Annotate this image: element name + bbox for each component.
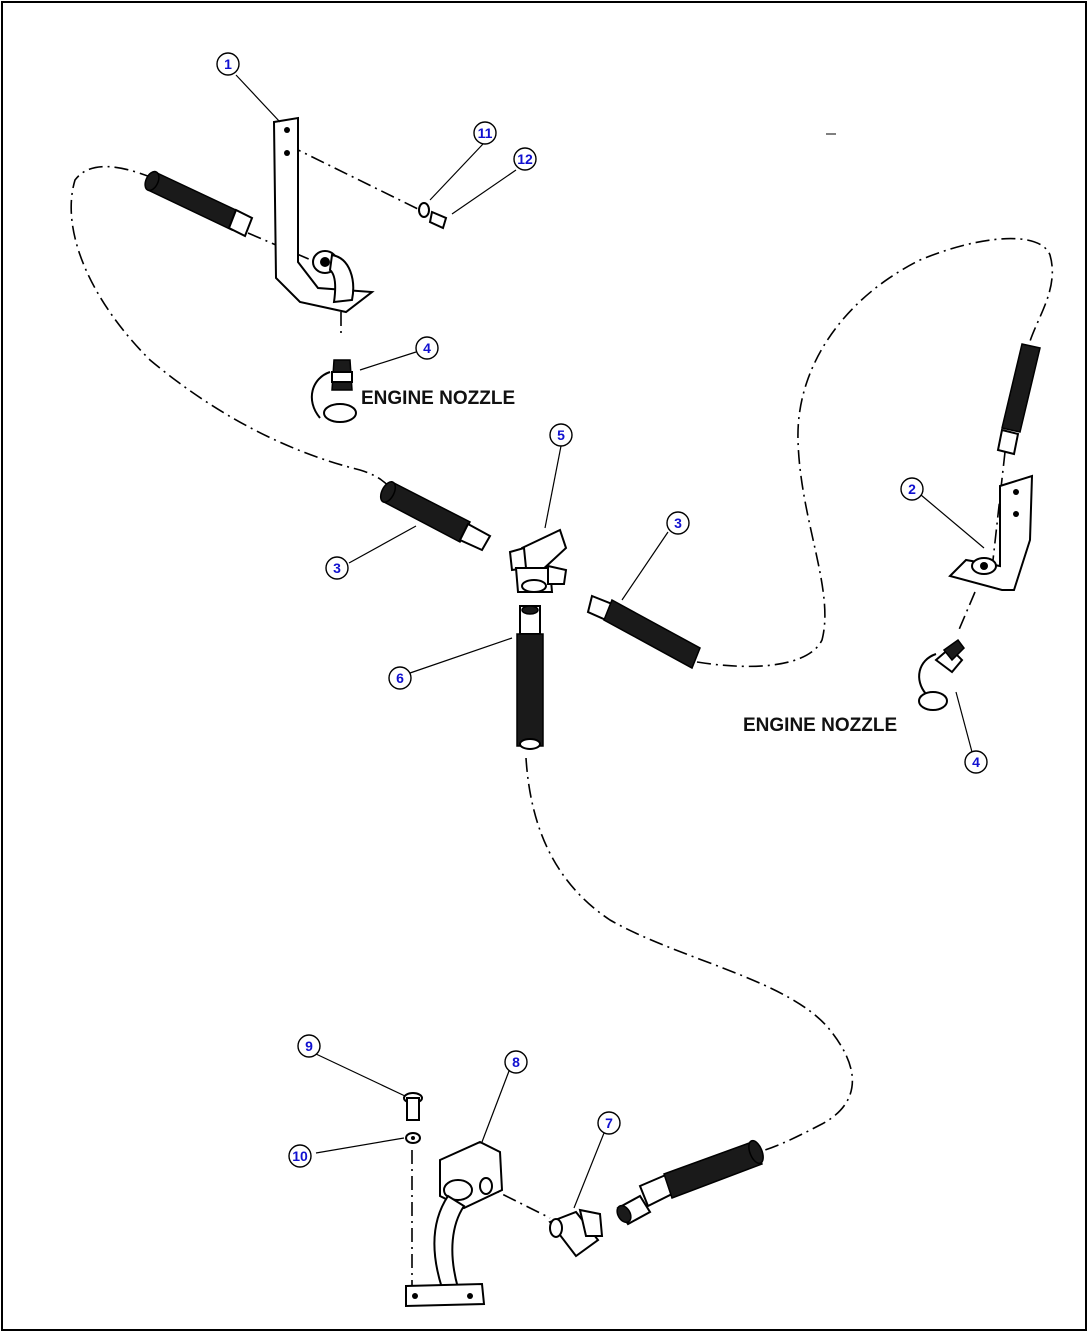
callout-label: 7 <box>605 1115 613 1131</box>
callout-label: 1 <box>224 56 232 72</box>
callout-label: 4 <box>972 754 980 770</box>
callout-label: 10 <box>292 1148 308 1164</box>
engine-nozzle-label-left: ENGINE NOZZLE <box>361 388 515 409</box>
callout-label: 12 <box>517 151 533 167</box>
callout-6: 6 <box>388 666 412 690</box>
engine-nozzle-label-right: ENGINE NOZZLE <box>743 715 897 736</box>
connection-paths <box>70 144 1054 1290</box>
callout-5: 5 <box>549 423 573 447</box>
hose-part-3-right <box>586 594 701 670</box>
callout-label: 5 <box>557 427 565 443</box>
hose-lower <box>616 1139 764 1226</box>
hose-upper-right <box>996 343 1041 456</box>
elbow-fitting-part-7 <box>548 1208 604 1258</box>
callout-label: 8 <box>512 1054 520 1070</box>
hose-part-6 <box>516 605 544 750</box>
callout-4-left: 4 <box>415 336 439 360</box>
bracket-part-2 <box>948 474 1034 591</box>
callout-label: 6 <box>396 670 404 686</box>
callout-4-right: 4 <box>964 750 988 774</box>
callout-label: 4 <box>423 340 431 356</box>
callout-11: 11 <box>473 121 497 145</box>
callout-2: 2 <box>900 477 924 501</box>
callout-10: 10 <box>288 1144 312 1168</box>
callout-3-right: 3 <box>666 511 690 535</box>
callout-label: 3 <box>333 560 341 576</box>
callout-12: 12 <box>513 147 537 171</box>
callout-label: 3 <box>674 515 682 531</box>
fasteners-11-12 <box>418 202 448 230</box>
callout-9: 9 <box>297 1034 321 1058</box>
fasteners-9-10 <box>403 1092 423 1144</box>
callout-7: 7 <box>597 1111 621 1135</box>
callout-label: 9 <box>305 1038 313 1054</box>
callout-label: 2 <box>908 481 916 497</box>
callout-label: 11 <box>478 125 493 141</box>
bracket-part-1 <box>272 116 375 314</box>
engine-nozzle-left-fitting <box>310 359 357 423</box>
engine-nozzle-right-fitting <box>918 638 965 711</box>
callout-8: 8 <box>504 1050 528 1074</box>
hose-part-3-left <box>379 480 492 552</box>
callout-3-left: 3 <box>325 556 349 580</box>
mount-part-8 <box>405 1140 504 1308</box>
callout-1: 1 <box>216 52 240 76</box>
tee-fitting-part-5 <box>508 528 568 593</box>
hose-upper-left <box>144 170 254 238</box>
leader-lines <box>235 74 985 1209</box>
